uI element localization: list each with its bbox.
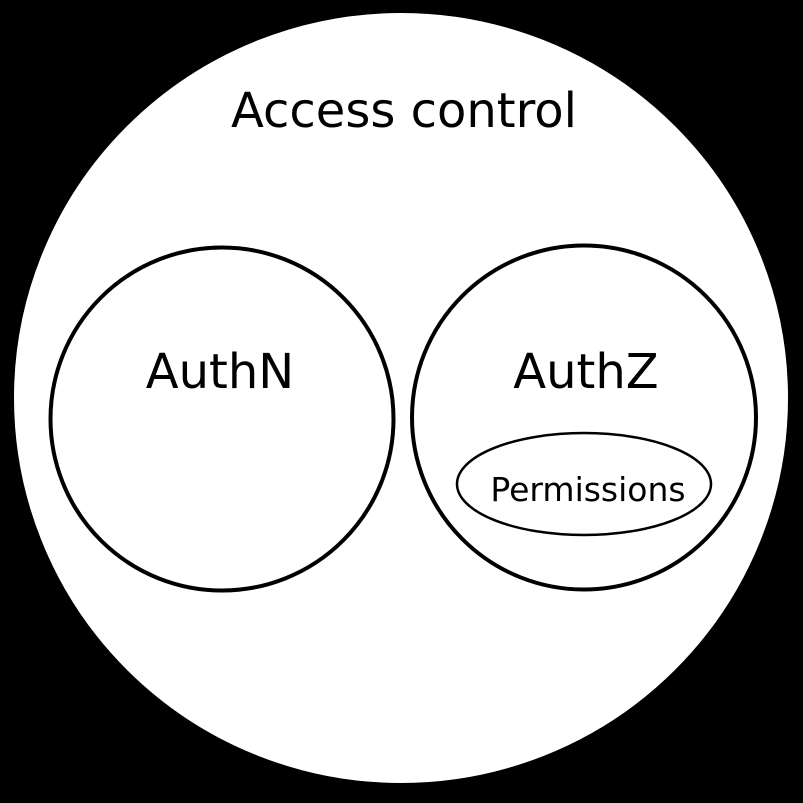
authn-set-circle — [48, 245, 396, 593]
authz-set-circle — [410, 243, 758, 592]
authz-label: AuthZ — [513, 344, 658, 400]
authn-label: AuthN — [146, 344, 294, 400]
permissions-set-ellipse — [455, 431, 713, 537]
access-control-label: Access control — [231, 83, 577, 139]
permissions-label: Permissions — [490, 470, 685, 509]
